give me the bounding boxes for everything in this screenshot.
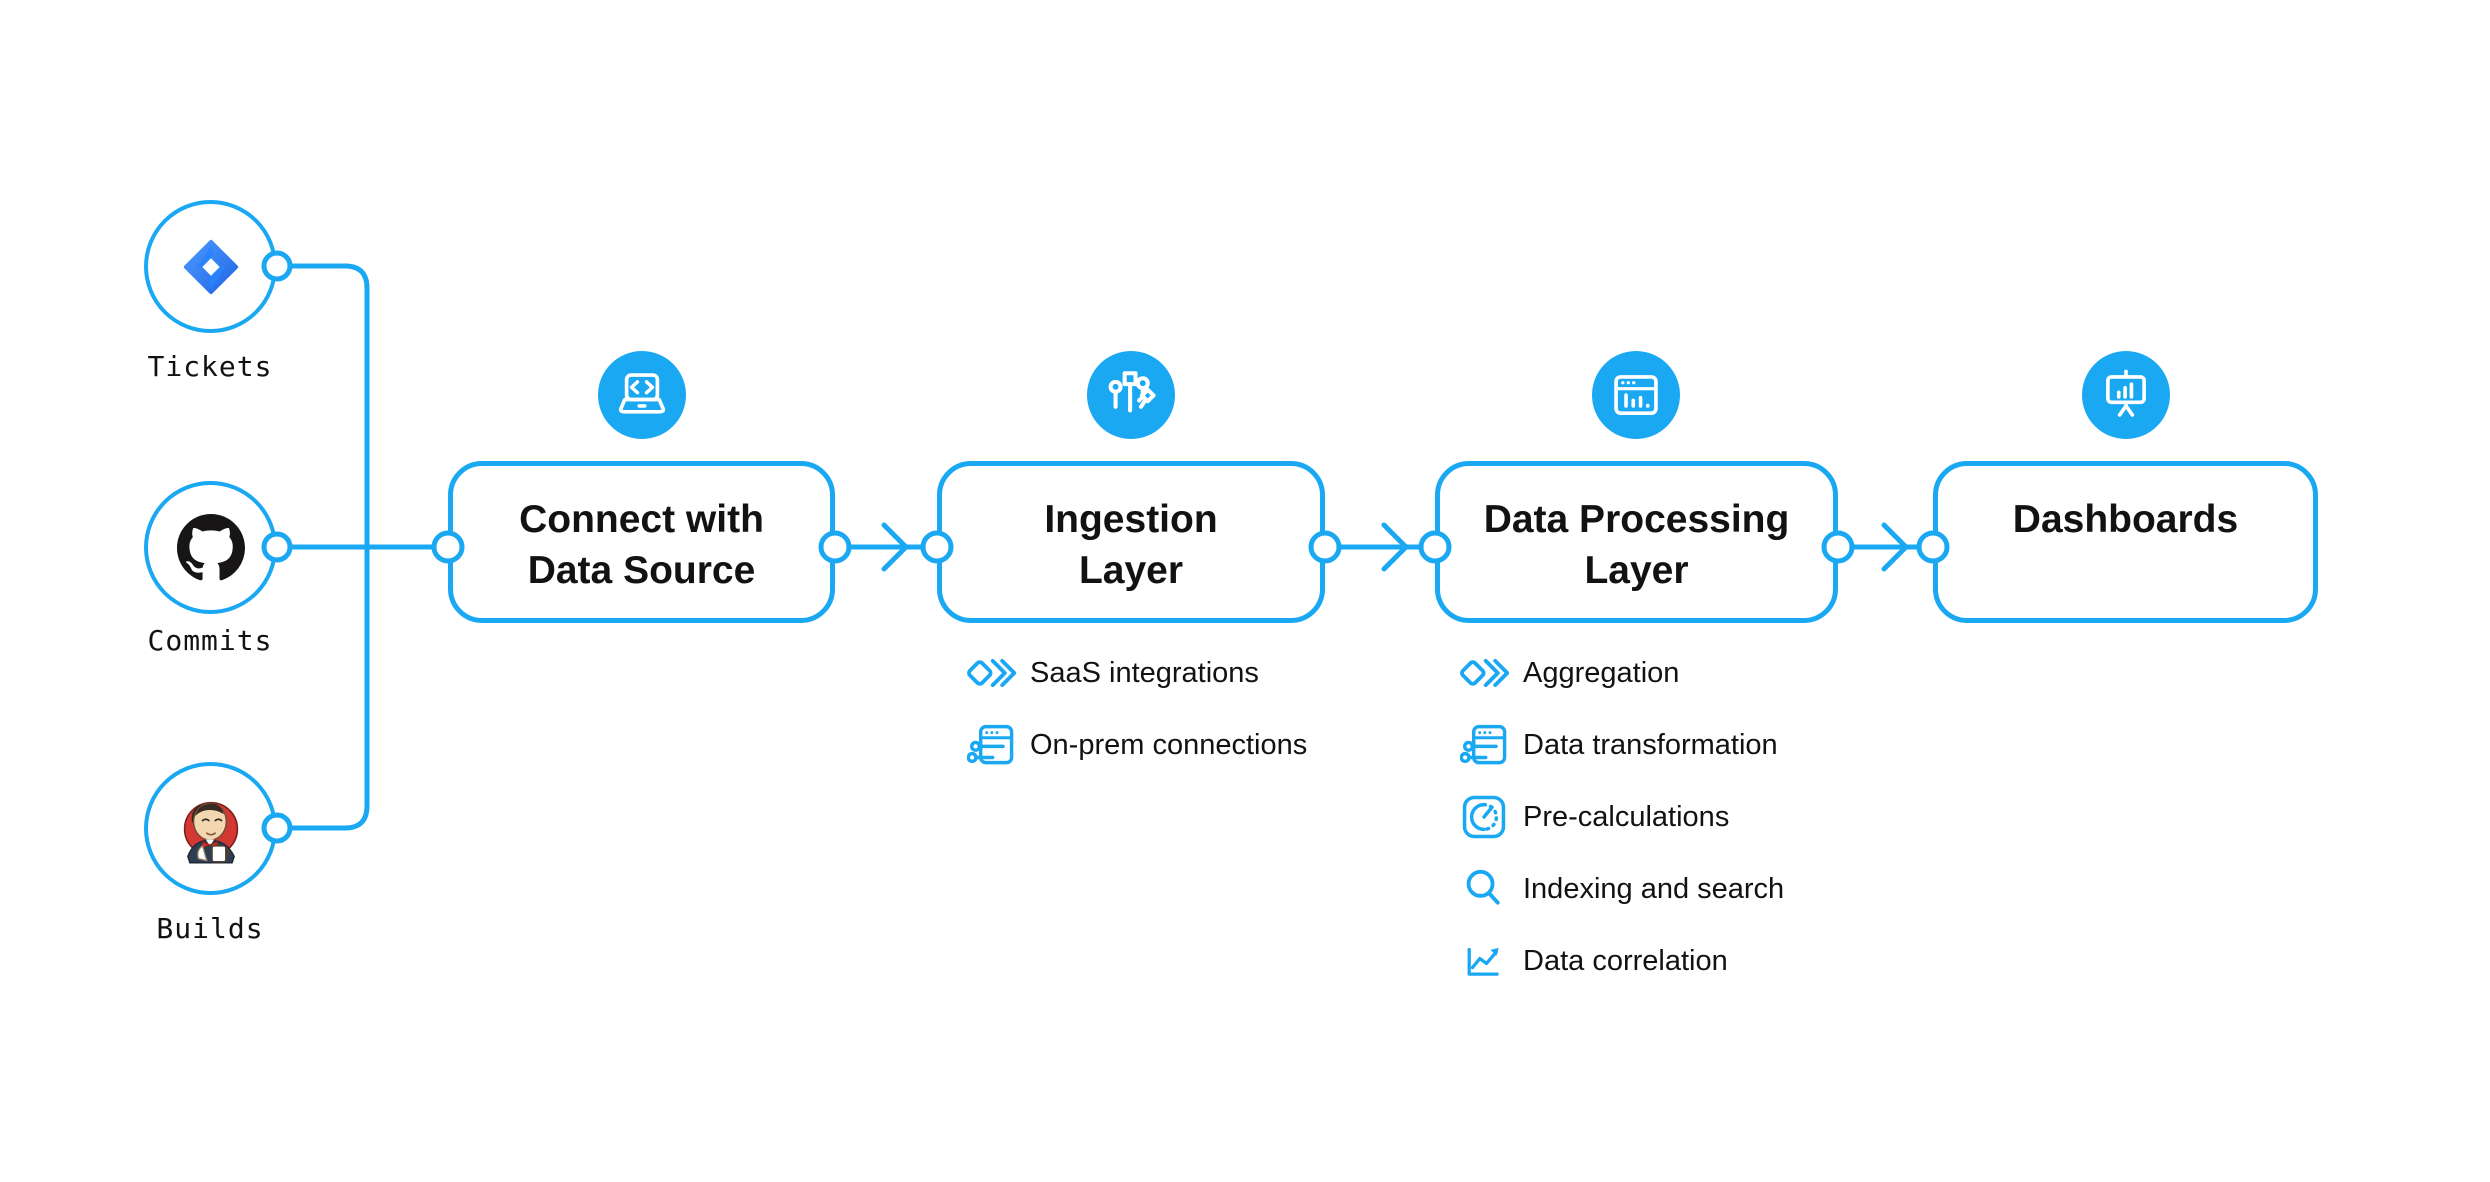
stage-title-line2: Layer [1584,549,1689,592]
circuit-icon [1108,371,1156,413]
stage-title-line1: Ingestion [1044,498,1218,541]
stage-title-line2: Data Source [527,549,756,592]
list-item: Pre-calculations [1459,781,1784,853]
stage-box-dashboards: Dashboards [1933,461,2318,623]
feature-label: Pre-calculations [1523,800,1730,833]
stage-title-line1: Data Processing [1483,498,1790,541]
jenkins-icon [183,801,238,863]
arrowhead-icon [881,522,909,572]
list-item: SaaS integrations [966,637,1307,709]
jira-icon [183,239,238,294]
list-item: Aggregation [1459,637,1784,709]
list-item: On-prem connections [966,709,1307,781]
diamonds-icon [1459,648,1509,698]
feature-label: Data transformation [1523,728,1778,761]
feature-label: On-prem connections [1030,728,1308,761]
source-label-commits: Commits [147,624,273,657]
github-icon [176,513,245,580]
feature-label: Data correlation [1523,944,1728,977]
source-node-commits [144,481,277,614]
sliders-window-icon [1459,720,1509,770]
list-item: Indexing and search [1459,853,1784,925]
feature-label: SaaS integrations [1030,656,1259,689]
diamonds-icon [966,648,1016,698]
list-item: Data correlation [1459,925,1784,997]
search-icon [1459,864,1509,914]
sliders-window-icon [966,720,1016,770]
feature-label: Aggregation [1523,656,1680,689]
source-label-tickets: Tickets [147,350,273,383]
gauge-icon [1459,792,1509,842]
source-node-tickets [144,200,277,333]
feature-label: Indexing and search [1523,872,1785,905]
stage-badge-processing [1592,351,1680,439]
ingestion-feature-list: SaaS integrations On-prem connections [966,637,1307,781]
source-label-builds: Builds [156,912,264,945]
arrowhead-icon [1381,522,1409,572]
laptop-code-icon [618,373,666,414]
window-chart-icon [1614,375,1658,415]
stage-badge-ingestion [1087,351,1175,439]
stage-title-line1: Connect with [519,498,764,541]
stage-title-line1: Dashboards [2012,498,2239,541]
stage-box-data-processing-layer: Data Processing Layer [1435,461,1838,623]
stage-badge-connect [598,351,686,439]
stage-box-connect-data-source: Connect with Data Source [448,461,835,623]
arrowhead-icon [1881,522,1909,572]
stage-badge-dashboards [2082,351,2170,439]
stage-title-line2: Layer [1078,549,1184,592]
source-node-builds [144,762,277,895]
stage-box-ingestion-layer: Ingestion Layer [937,461,1325,623]
processing-feature-list: Aggregation Data transformation [1459,637,1784,997]
presentation-chart-icon [2106,369,2146,417]
list-item: Data transformation [1459,709,1784,781]
line-chart-icon [1459,936,1509,986]
